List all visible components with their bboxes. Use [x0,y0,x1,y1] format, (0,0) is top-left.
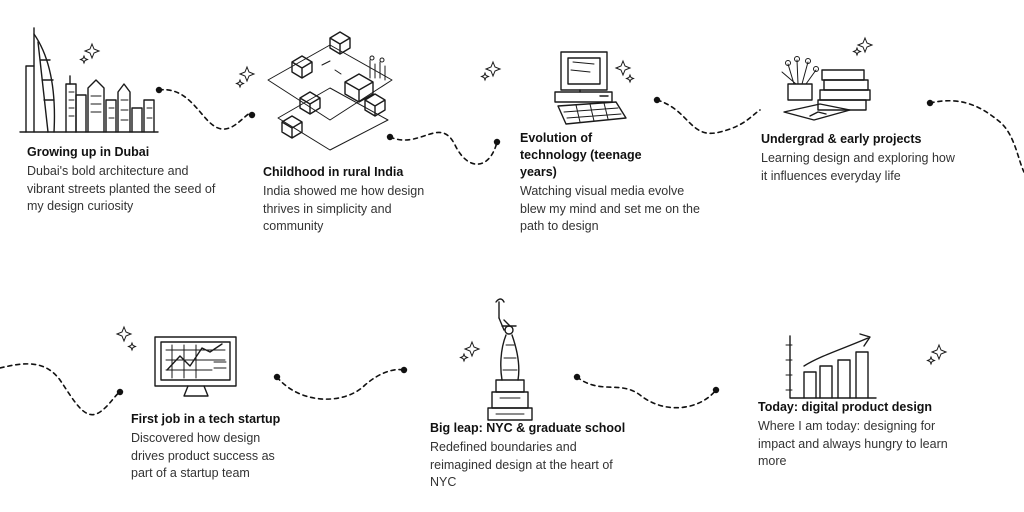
milestone-description: Dubai's bold architecture and vibrant st… [27,164,216,213]
chart-monitor-icon [154,336,237,397]
path-node [712,386,720,394]
dubai-skyline-icon [19,27,159,133]
milestone-title: Today: digital product design [758,400,933,414]
sparkle-icon [79,42,101,65]
rural-village-icon [267,31,393,151]
path-node [493,138,501,146]
milestone-card: Evolution of technology (teenage years) … [520,130,700,236]
milestone-card: Childhood in rural India India showed me… [263,164,438,236]
milestone-description: Discovered how design drives product suc… [131,431,275,480]
sparkle-icon [614,59,635,84]
milestone-card: Today: digital product design Where I am… [758,399,958,471]
milestone-title: Growing up in Dubai [27,145,150,159]
path-segment [158,89,253,130]
milestone-description: India showed me how design thrives in si… [263,184,425,233]
sparkle-icon [235,65,256,89]
sparkle-icon [115,325,137,352]
path-node [248,111,256,119]
path-segment [276,368,405,400]
milestone-title: Evolution of technology (teenage years) [520,131,642,179]
growth-chart-icon [785,333,877,399]
statue-of-liberty-icon [487,298,533,421]
journey-path [0,86,1024,416]
path-segment [389,131,498,165]
retro-computer-icon [554,51,627,125]
sparkle-icon [459,340,481,363]
sparkle-icon [852,36,874,57]
milestone-card: First job in a tech startup Discovered h… [131,411,296,483]
books-and-plant-icon [781,56,871,121]
path-node [116,388,124,396]
milestone-title: Big leap: NYC & graduate school [430,421,626,435]
path-segment [656,99,761,135]
milestone-title: Undergrad & early projects [761,132,922,146]
path-node [400,366,408,374]
milestone-card: Undergrad & early projects Learning desi… [761,131,961,185]
sparkle-icon [480,60,502,82]
milestone-description: Learning design and exploring how it inf… [761,151,955,183]
path-segment [576,376,717,409]
milestone-card: Big leap: NYC & graduate school Redefine… [430,420,640,492]
path-segment [0,363,121,416]
sparkle-icon [926,343,948,366]
path-segment [929,99,1024,173]
milestone-title: First job in a tech startup [131,412,281,426]
milestone-description: Watching visual media evolve blew my min… [520,184,700,233]
milestone-title: Childhood in rural India [263,165,404,179]
milestone-description: Redefined boundaries and reimagined desi… [430,440,613,489]
milestone-description: Where I am today: designing for impact a… [758,419,948,468]
milestone-card: Growing up in Dubai Dubai's bold archite… [27,144,227,216]
